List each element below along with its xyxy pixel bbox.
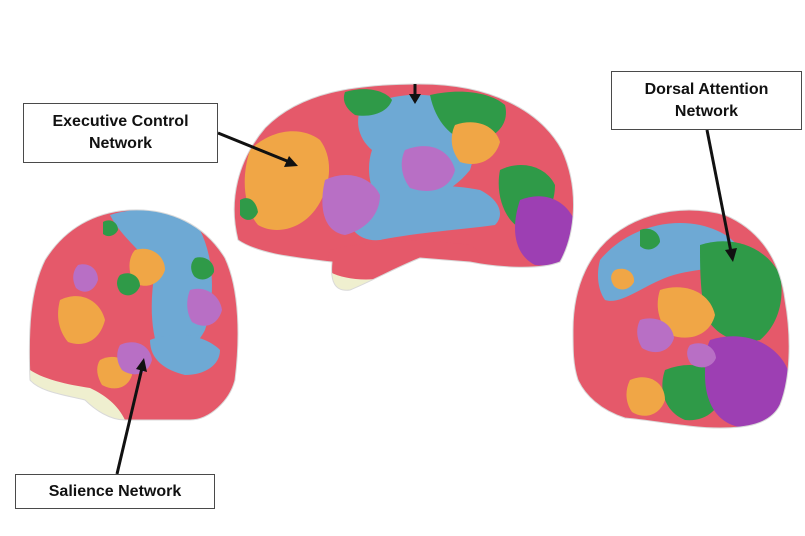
right-violet-region-2 [687,343,716,368]
dorsal-attention-network-label: Dorsal Attention Network [611,71,802,130]
left-cream-edge [30,370,125,420]
dorsal-attention-line-1: Dorsal Attention [644,80,769,98]
center-blue-strip [345,185,500,241]
left-blue-region [110,210,212,357]
right-violet-region [637,318,674,353]
right-green-small [640,228,660,250]
center-outline [233,83,575,291]
left-green-small [103,220,118,237]
center-orange-frontal [244,131,330,230]
left-orange-region [58,296,105,344]
arrow-salience [115,358,147,475]
left-orange-region-2 [129,248,165,286]
right-purple-occipital [705,336,789,428]
salience-network-label: Salience Network [15,474,215,509]
right-orange-spot [611,268,635,290]
arrows [115,84,737,475]
left-green-spot [117,273,140,296]
brain-center-lateral-view [233,83,575,291]
center-violet-region-2 [401,146,455,191]
dorsal-attention-line-2: Network [674,102,739,120]
right-orange-region [657,287,715,338]
left-violet-region-2 [187,288,222,326]
salience-network-text: Salience Network [48,482,182,500]
right-green-region [700,241,782,342]
left-blue-lower [150,334,220,375]
executive-control-line-2: Network [88,135,153,152]
executive-control-network-label: Executive Control Network [23,103,218,163]
right-orange-region-2 [626,377,665,416]
arrow-executive-control [217,131,298,167]
left-green-top [191,257,215,280]
center-green-front [240,198,258,220]
center-purple-occipital [515,196,574,266]
center-cream-edge [330,272,395,291]
executive-control-line-1: Executive Control [52,113,189,130]
center-orange-parietal [451,122,500,164]
left-violet-spot [73,264,98,292]
right-outline [572,209,790,429]
arrow-top-center [409,84,421,104]
brain-right-posterior-view [572,209,790,429]
arrow-dorsal-attention [705,129,737,262]
left-outline [28,209,239,421]
center-green-upper-left [343,89,392,116]
center-violet-region [322,175,380,235]
